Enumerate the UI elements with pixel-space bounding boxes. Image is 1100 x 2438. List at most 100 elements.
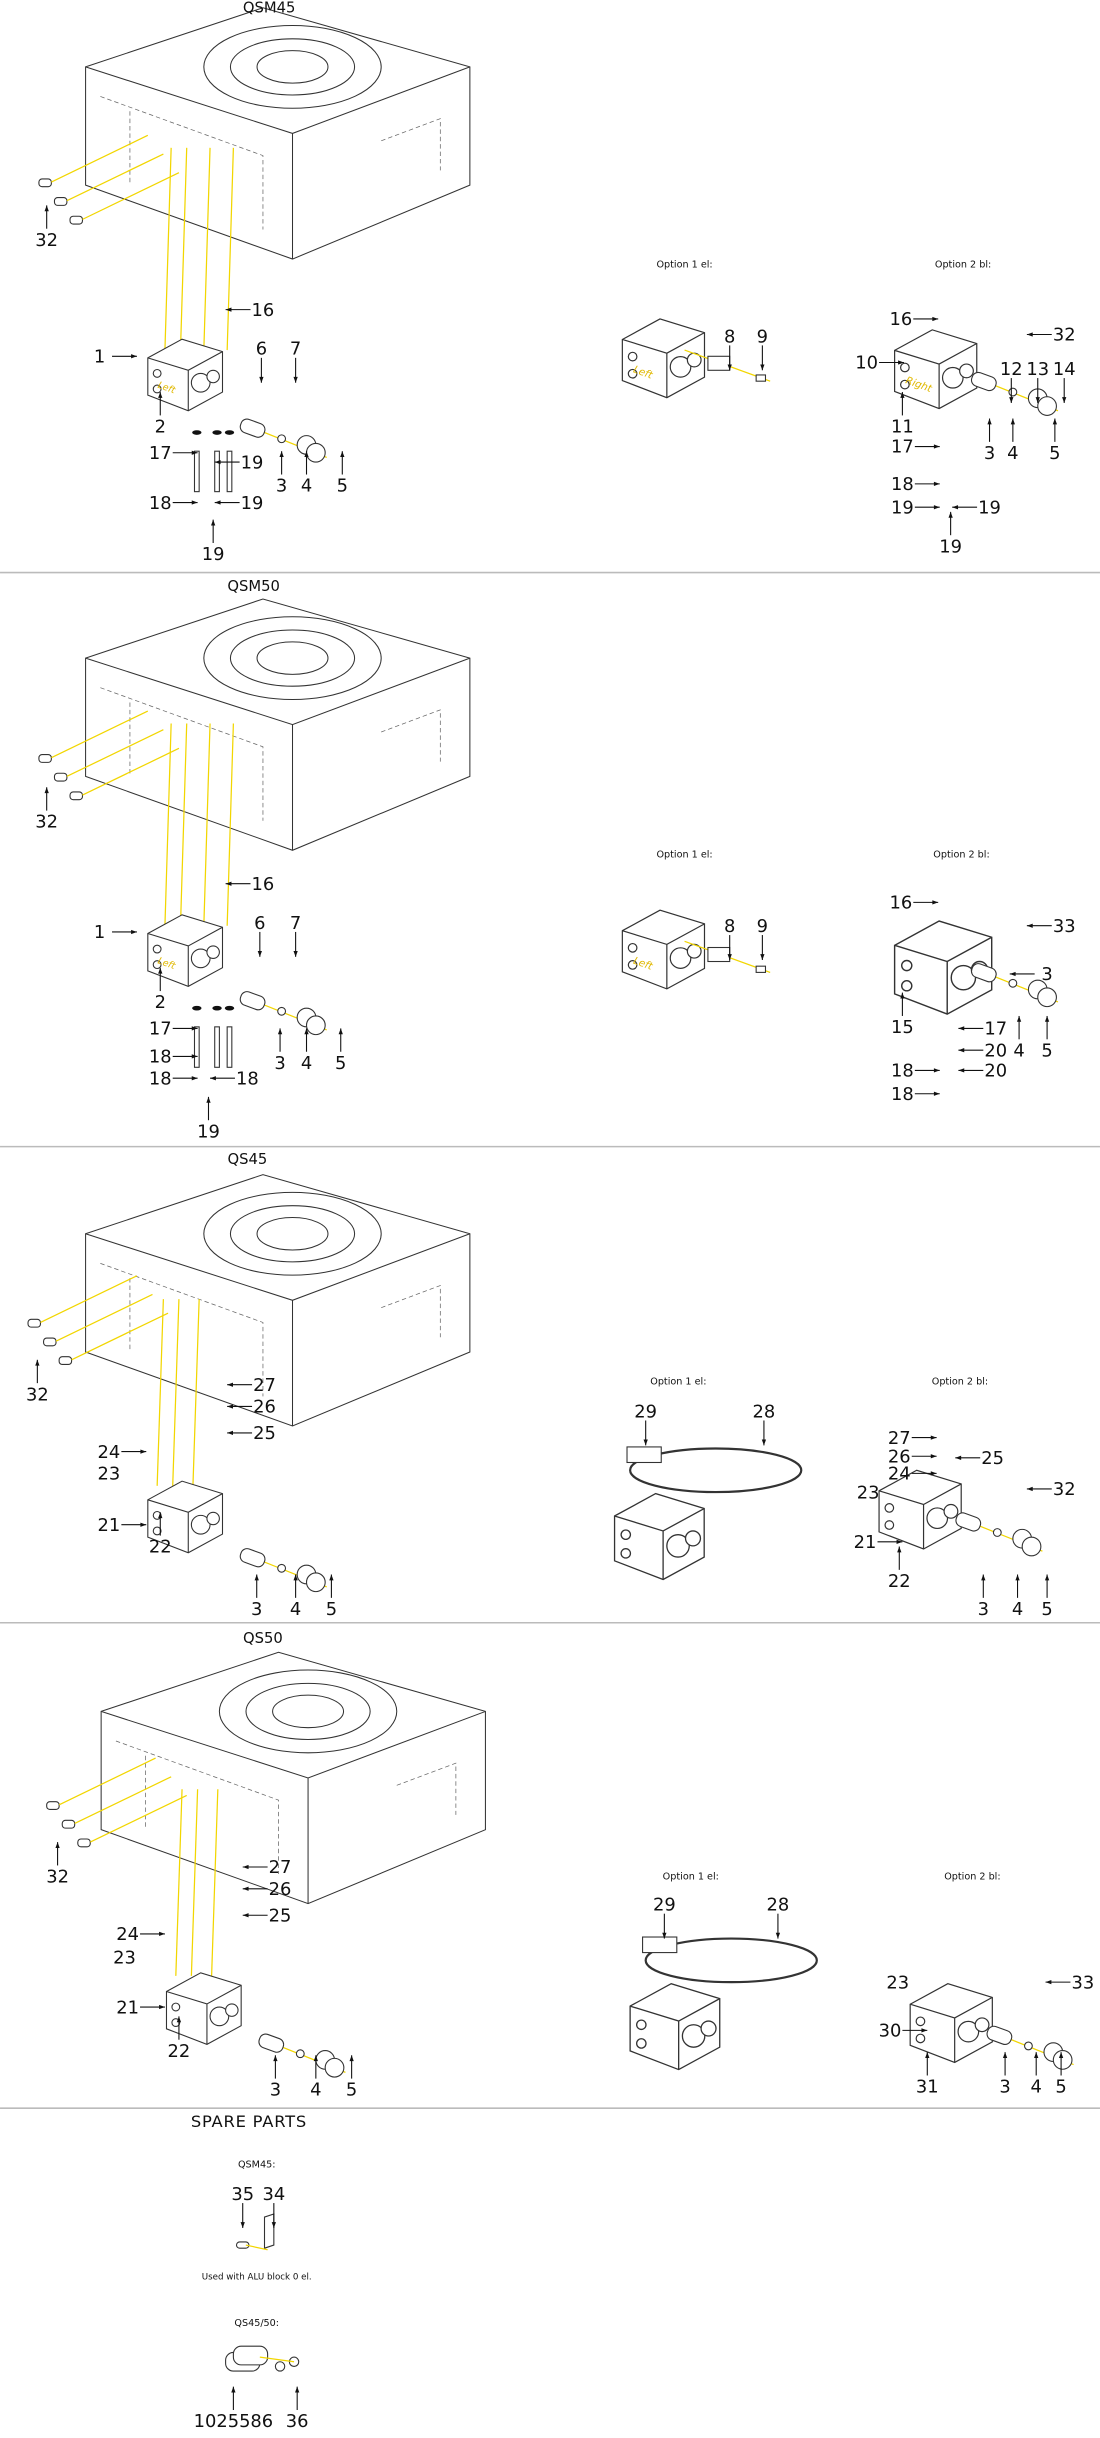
port-circle (943, 1503, 959, 1519)
arrowhead (925, 2052, 930, 2058)
callout-number: 32 (35, 812, 58, 833)
arrowhead (948, 511, 953, 518)
arrowhead (259, 376, 264, 383)
fitting-set (970, 963, 1059, 1008)
arrowhead (643, 1439, 648, 1446)
arrowhead (304, 451, 309, 458)
arrowhead (900, 992, 905, 999)
arrowhead (1016, 1015, 1022, 1022)
option2-block: Right (894, 329, 978, 410)
bore (900, 980, 913, 992)
cap (1037, 987, 1057, 1008)
block-edges (622, 923, 705, 989)
option2-label: Option 2 bl: (935, 260, 991, 271)
arrowhead (313, 2055, 318, 2062)
coupling (239, 991, 266, 1011)
assembly-line (55, 1293, 153, 1342)
arrowhead (958, 1026, 965, 1031)
assembly-line (51, 134, 149, 183)
arrowhead (1026, 923, 1033, 928)
assembly-line (71, 1312, 169, 1361)
block-edges (147, 351, 223, 411)
assembly-line (66, 153, 164, 202)
callout-number: 16 (889, 893, 912, 914)
o-ring (212, 1005, 222, 1011)
block-edges (894, 343, 978, 409)
callout-number: 4 (301, 1053, 312, 1074)
screw (69, 215, 84, 225)
arrowhead (933, 1091, 940, 1096)
port-circle (206, 945, 220, 959)
callout-number: 18 (236, 1068, 259, 1089)
assembly-line (192, 1299, 200, 1486)
port-circle (666, 1534, 690, 1558)
callout-number: 23 (98, 1464, 121, 1485)
screw (27, 1318, 42, 1328)
arrowhead (227, 1430, 234, 1436)
arrowhead (158, 967, 163, 974)
callout-number: 6 (254, 913, 265, 934)
arrowhead (1058, 2052, 1064, 2058)
screw (69, 791, 84, 801)
assembly-line (58, 1757, 156, 1806)
callout-number: 19 (891, 497, 914, 518)
block-edges (910, 1996, 993, 2063)
coupling (239, 418, 266, 438)
o-ring (295, 2049, 305, 2059)
screw (38, 178, 52, 188)
bolt (226, 1026, 233, 1068)
callout-number: 24 (888, 1464, 911, 1485)
arrowhead (158, 392, 163, 398)
callout-number: 4 (1007, 443, 1018, 464)
coupling (955, 1512, 982, 1532)
screw (38, 754, 52, 763)
port-circle (225, 2003, 239, 2017)
callout-number: 24 (116, 1924, 139, 1945)
option2-label: Option 2 bl: (933, 849, 989, 860)
callout-number: 3 (1041, 964, 1052, 985)
arrowhead (191, 500, 198, 505)
arrowhead (44, 787, 49, 794)
fitting-set (239, 1548, 327, 1593)
callout-number: 9 (757, 916, 768, 937)
screw (53, 772, 68, 782)
callout-number: 3 (274, 1053, 285, 1074)
arrowhead (191, 1054, 198, 1059)
spare-qs-label: QS45/50: (234, 2318, 279, 2329)
callout-number: 34 (262, 2184, 285, 2205)
block-edges (614, 1507, 705, 1580)
bore (152, 944, 162, 954)
callout-number: 2 (155, 992, 166, 1013)
callout-number: 22 (888, 1571, 911, 1592)
o-ring (277, 1006, 287, 1016)
coupling (970, 371, 997, 392)
assembly-line (89, 1794, 187, 1843)
callout-number: 28 (767, 1895, 790, 1916)
option1-label: Option 1 el: (656, 849, 712, 860)
arrowhead (231, 2386, 236, 2393)
callout-number: 8 (724, 916, 735, 937)
arrowhead (900, 392, 905, 398)
arrowhead (44, 205, 49, 212)
arrowhead (211, 519, 216, 526)
bore (915, 2016, 926, 2027)
assembly-line (82, 172, 180, 220)
block-edges (629, 1998, 721, 2070)
screw (235, 2241, 250, 2249)
callout-number: 5 (337, 476, 348, 497)
o-ring (274, 2361, 286, 2372)
arrowhead (955, 1455, 962, 1460)
callout-number: 19 (241, 452, 264, 473)
block-side-label: Left (632, 955, 655, 973)
arrowhead (958, 1068, 965, 1073)
arrowhead (1010, 418, 1015, 425)
arrowhead (1044, 1574, 1050, 1581)
cable-connector (626, 1446, 662, 1464)
section-title: QS45 (227, 1151, 267, 1168)
arrowhead (761, 1439, 767, 1446)
callout-number: 33 (1053, 916, 1076, 937)
assembly-line (82, 747, 180, 796)
o-ring (224, 430, 235, 435)
machine-housing (85, 7, 471, 260)
option1-label: Option 1 el: (650, 1377, 706, 1388)
